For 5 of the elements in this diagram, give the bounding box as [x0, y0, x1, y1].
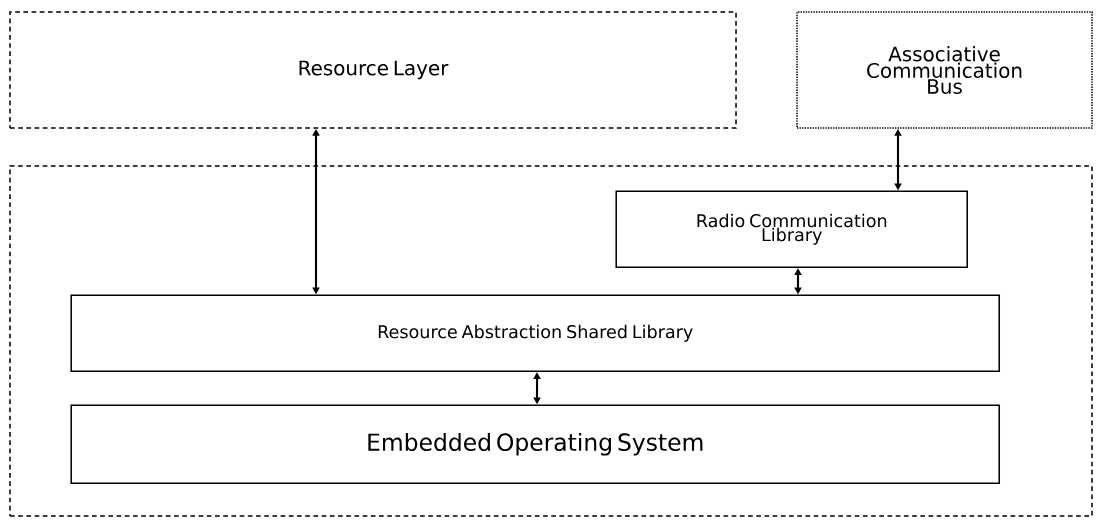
layer-box: Resource Layer: [9, 11, 737, 129]
library-box: Embedded Operating System: [70, 404, 1000, 484]
bus-box: Associative Communication Bus: [796, 11, 1093, 129]
library-box: Resource Abstraction Shared Library: [70, 294, 1000, 372]
library-box: Radio Communication Library: [615, 190, 968, 268]
